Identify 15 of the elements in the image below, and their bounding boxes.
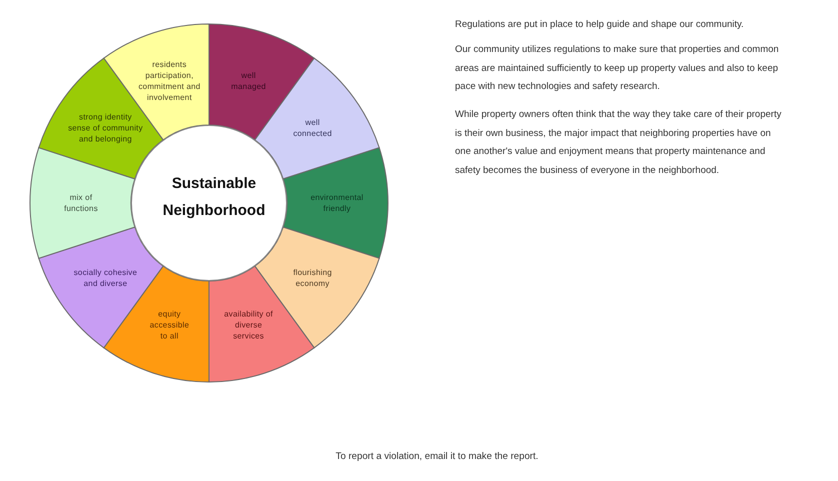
segment-label: well connected [292,116,333,139]
segment-label: mix of functions [63,192,99,214]
segment-label: strong identity sense of community and belonging [67,111,144,144]
segment-label: socially cohesive and diverse [72,267,138,290]
segment-label: availability of diverse services [223,308,274,342]
segment-label: well managed [230,70,267,92]
paragraph: Our community utilizes regulations to make sure that properties and common areas are maintained sufficiently to keep up property values and also to keep pace with new technologies and safety research. [455,43,780,94]
hub-label: Sustainable Neighborhood [162,174,266,221]
segment-label: equity accessible to all [148,308,190,342]
segment-label: environmental friendly [310,192,364,214]
paragraph: Regulations are put in place to help guide and shape our community. [455,18,745,32]
segment-label: flourishing economy [292,267,333,290]
paragraph: While property owners often think that the way they take care of their property is their own business, the major impact that neighboring properties have on one another's value and enjoyment means that property maintenance and safety becomes the business of everyone in the neighborhood. [455,108,782,178]
footer-note: To report a violation, email it to make the report. [336,450,538,464]
segment-label: residents participation, commitment and involvement [137,59,202,104]
